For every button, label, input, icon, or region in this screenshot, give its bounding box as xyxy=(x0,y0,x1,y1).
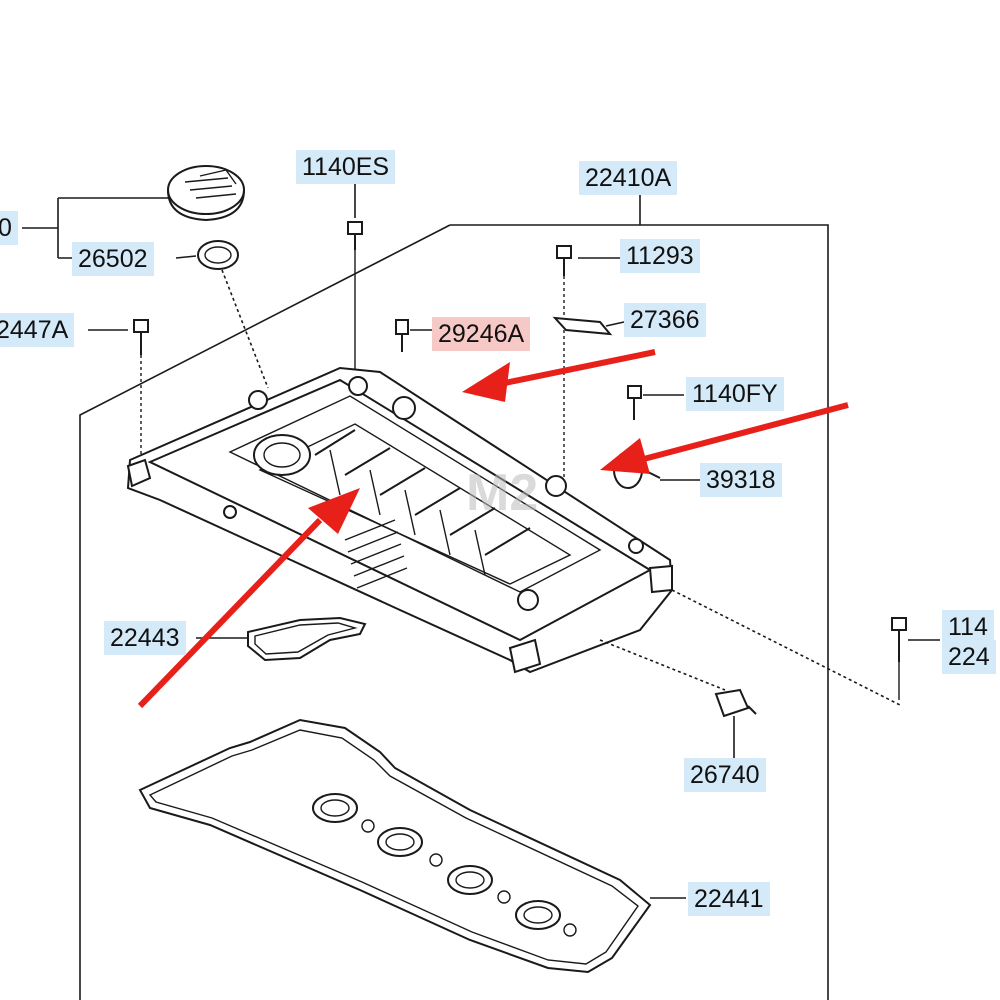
oil-filler-cap xyxy=(167,165,245,222)
assembly-frame xyxy=(79,195,829,1000)
part-label-114[interactable]: 114 xyxy=(942,610,994,644)
part-label-22441[interactable]: 22441 xyxy=(688,882,770,916)
part-label-1140fy[interactable]: 1140FY xyxy=(686,377,784,411)
leader-oil-cap-group xyxy=(22,197,172,259)
red-arrow-right xyxy=(600,402,849,474)
part-label-22443[interactable]: 22443 xyxy=(104,621,186,655)
leader-cover-right-bolt xyxy=(671,589,901,706)
sensor-26740 xyxy=(714,688,757,758)
part-label-22410a[interactable]: 22410A xyxy=(579,161,678,195)
grommet-29246a xyxy=(395,319,432,352)
part-label-1140es[interactable]: 1140ES xyxy=(296,150,396,184)
bolt-2447a xyxy=(88,319,149,458)
watermark: M2 xyxy=(466,464,538,522)
valve-cover xyxy=(126,366,674,674)
part-label-39318[interactable]: 39318 xyxy=(700,463,782,497)
red-arrow-top xyxy=(462,349,656,402)
filler-cap-gasket xyxy=(175,240,269,389)
part-label-26502[interactable]: 26502 xyxy=(72,242,154,276)
part-label-27366[interactable]: 27366 xyxy=(624,303,706,337)
bolt-1140es xyxy=(347,183,363,380)
bolt-1140fy xyxy=(627,385,684,420)
part-label-0[interactable]: 0 xyxy=(0,211,18,245)
leader-cover-sensor xyxy=(599,639,726,691)
bolt-right-side xyxy=(891,617,940,700)
bracket-27366 xyxy=(552,316,625,336)
part-label-26740[interactable]: 26740 xyxy=(684,758,766,792)
part-label-29246a[interactable]: 29246A xyxy=(432,317,531,351)
red-arrow-left xyxy=(137,488,360,709)
part-label-11293[interactable]: 11293 xyxy=(620,239,700,273)
part-label-2447a[interactable]: 2447A xyxy=(0,313,75,347)
part-label-224[interactable]: 224 xyxy=(942,640,996,674)
gasket-22441 xyxy=(138,718,686,974)
